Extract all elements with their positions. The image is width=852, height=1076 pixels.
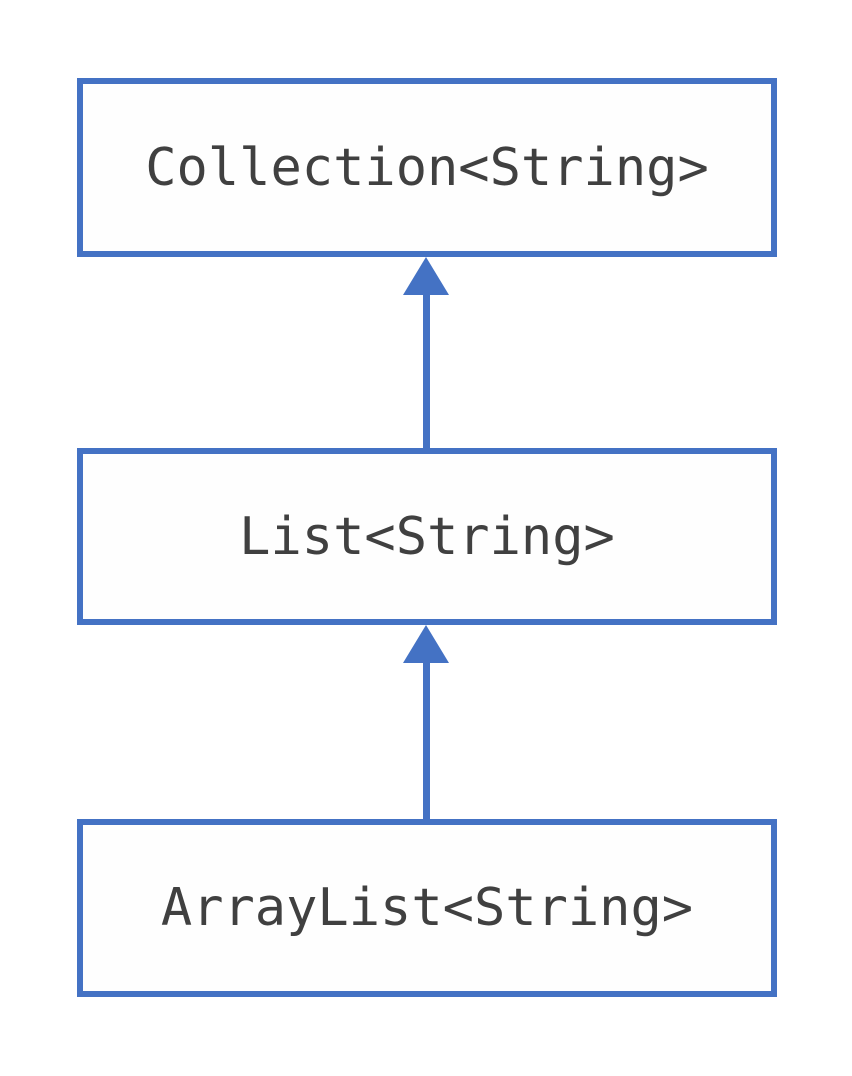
arrow-stem xyxy=(422,295,430,448)
node-collection-label: Collection<String> xyxy=(145,137,709,198)
node-collection: Collection<String> xyxy=(77,78,777,257)
node-arraylist: ArrayList<String> xyxy=(77,819,777,997)
node-list: List<String> xyxy=(77,448,777,625)
arrow-arraylist-to-list xyxy=(0,625,852,819)
node-list-label: List<String> xyxy=(239,506,615,567)
arrow-list-to-collection xyxy=(0,257,852,448)
arrowhead-up-icon xyxy=(403,257,449,295)
node-arraylist-label: ArrayList<String> xyxy=(160,878,694,938)
arrowhead-up-icon xyxy=(403,625,449,663)
arrow-stem xyxy=(422,663,430,819)
